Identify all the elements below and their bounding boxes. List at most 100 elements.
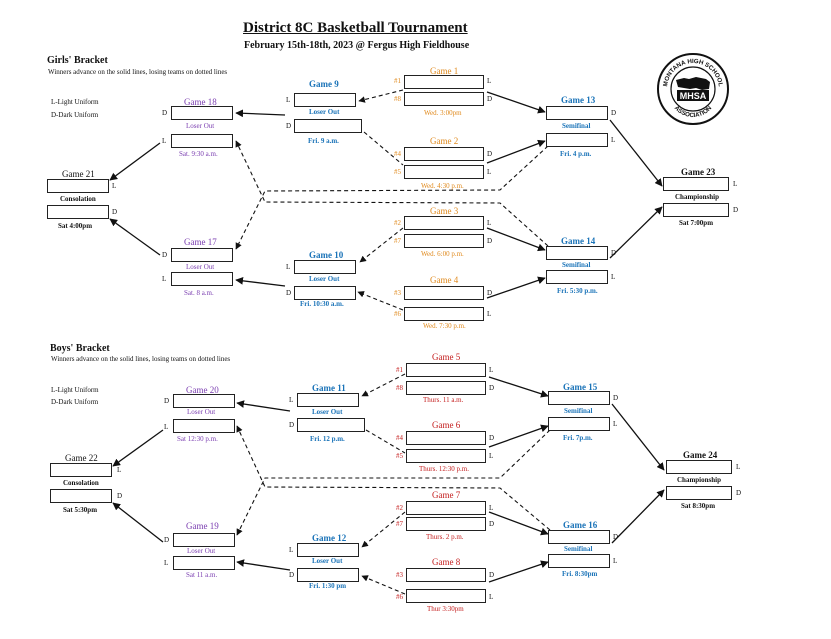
game-5-seed-b: #8 (396, 384, 403, 392)
game-16-slot-b[interactable] (548, 554, 610, 568)
page-title: District 8C Basketball Tournament (243, 20, 468, 36)
game-19-slot-a[interactable] (173, 533, 235, 547)
game-1-seed-b: #8 (394, 95, 401, 103)
game-22-slot-b-uniform: D (117, 492, 123, 500)
game-14-time: Fri. 5:30 p.m. (557, 287, 598, 295)
game-4-title: Game 4 (430, 275, 459, 285)
game-4-slot-b[interactable] (404, 307, 484, 321)
game-5-slot-a-uniform: L (489, 366, 494, 374)
game-12-subtitle: Loser Out (312, 557, 343, 565)
game-6-time: Thurs. 12:30 p.m. (419, 465, 469, 473)
game-24-slot-a[interactable] (666, 460, 732, 474)
game-2-slot-a[interactable] (404, 147, 484, 161)
game-21-subtitle: Consolation (60, 195, 96, 203)
game-15-slot-a-uniform: D (613, 394, 619, 402)
game-7-slot-a[interactable] (406, 501, 486, 515)
game-12-slot-b[interactable] (297, 568, 359, 582)
game-6-slot-b[interactable] (406, 449, 486, 463)
game-6-slot-a[interactable] (406, 431, 486, 445)
game-22-slot-b[interactable] (50, 489, 112, 503)
game-14-slot-b[interactable] (546, 270, 608, 284)
game-12-slot-b-uniform: D (289, 571, 295, 579)
game-15-slot-a[interactable] (548, 391, 610, 405)
game-15-time: Fri. 7p.m. (563, 434, 593, 442)
game-18-subtitle: Loser Out (186, 122, 215, 130)
game-15-subtitle: Semifinal (564, 407, 593, 415)
game-23-slot-b[interactable] (663, 203, 729, 217)
game-3-slot-a[interactable] (404, 216, 484, 230)
game-19-slot-b[interactable] (173, 556, 235, 570)
game-5-slot-b[interactable] (406, 381, 486, 395)
girls-bracket-note: Winners advance on the solid lines, losi… (48, 68, 228, 76)
game-21-slot-b-uniform: D (112, 208, 118, 216)
game-9-slot-b[interactable] (294, 119, 362, 133)
game-22-slot-a[interactable] (50, 463, 112, 477)
game-12-slot-a[interactable] (297, 543, 359, 557)
game-5-slot-b-uniform: D (489, 384, 495, 392)
game-2-slot-b[interactable] (404, 165, 484, 179)
game-8-slot-b-uniform: L (489, 593, 494, 601)
game-8-slot-a-uniform: D (489, 571, 495, 579)
game-13-slot-a[interactable] (546, 106, 608, 120)
game-6-seed-b: #5 (396, 452, 403, 460)
game-17-time: Sat. 8 a.m. (184, 289, 214, 297)
game-7-seed-b: #7 (396, 520, 403, 528)
game-9-slot-a[interactable] (294, 93, 356, 107)
game-1-slot-a[interactable] (404, 75, 484, 89)
game-16-slot-a[interactable] (548, 530, 610, 544)
game-6-slot-b-uniform: L (489, 452, 494, 460)
game-5-slot-a[interactable] (406, 363, 486, 377)
game-12-time: Fri. 1:30 pm (309, 582, 347, 590)
game-22-title: Game 22 (65, 453, 98, 463)
game-13-title: Game 13 (561, 95, 596, 105)
game-4-slot-a[interactable] (404, 286, 484, 300)
game-9-slot-b-uniform: D (286, 122, 292, 130)
game-8-slot-b[interactable] (406, 589, 486, 603)
game-6-slot-a-uniform: D (489, 434, 495, 442)
game-17-slot-b[interactable] (171, 272, 233, 286)
game-23-slot-a[interactable] (663, 177, 729, 191)
game-11-subtitle: Loser Out (312, 408, 343, 416)
game-18-slot-a[interactable] (171, 106, 233, 120)
game-10-slot-a[interactable] (294, 260, 356, 274)
game-7-slot-a-uniform: L (489, 504, 494, 512)
game-14-slot-a[interactable] (546, 246, 608, 260)
game-3-slot-b[interactable] (404, 234, 484, 248)
game-8-seed-b: #6 (396, 593, 403, 601)
game-15-slot-b[interactable] (548, 417, 610, 431)
game-13-slot-a-uniform: D (611, 109, 617, 117)
game-8-slot-a[interactable] (406, 568, 486, 582)
game-7-slot-b[interactable] (406, 517, 486, 531)
game-1-seed-a: #1 (394, 77, 401, 85)
game-11-slot-a[interactable] (297, 393, 359, 407)
game-2-title: Game 2 (430, 136, 459, 146)
game-4-seed-b: #6 (394, 310, 401, 318)
game-18-title: Game 18 (184, 97, 217, 107)
game-21-slot-b[interactable] (47, 205, 109, 219)
game-3-time: Wed. 6:00 p.m. (421, 250, 464, 258)
game-20-slot-b[interactable] (173, 419, 235, 433)
game-16-subtitle: Semifinal (564, 545, 593, 553)
game-18-slot-b[interactable] (171, 134, 233, 148)
game-13-slot-b[interactable] (546, 133, 608, 147)
game-21-slot-a[interactable] (47, 179, 109, 193)
game-23-subtitle: Championship (675, 193, 719, 201)
game-3-seed-b: #7 (394, 237, 401, 245)
game-20-slot-a[interactable] (173, 394, 235, 408)
game-3-slot-b-uniform: D (487, 237, 493, 245)
game-7-title: Game 7 (432, 490, 461, 500)
game-15-slot-b-uniform: L (613, 420, 618, 428)
game-10-slot-a-uniform: L (286, 263, 291, 271)
game-10-slot-b[interactable] (294, 286, 356, 300)
game-1-slot-b[interactable] (404, 92, 484, 106)
boys-bracket-note: Winners advance on the solid lines, losi… (51, 355, 231, 363)
game-19-slot-b-uniform: L (164, 559, 169, 567)
game-9-title: Game 9 (309, 79, 339, 89)
game-17-slot-a[interactable] (171, 248, 233, 262)
game-11-slot-b[interactable] (297, 418, 365, 432)
game-2-slot-a-uniform: D (487, 150, 493, 158)
game-14-title: Game 14 (561, 236, 596, 246)
game-3-slot-a-uniform: L (487, 219, 492, 227)
game-24-slot-b[interactable] (666, 486, 732, 500)
